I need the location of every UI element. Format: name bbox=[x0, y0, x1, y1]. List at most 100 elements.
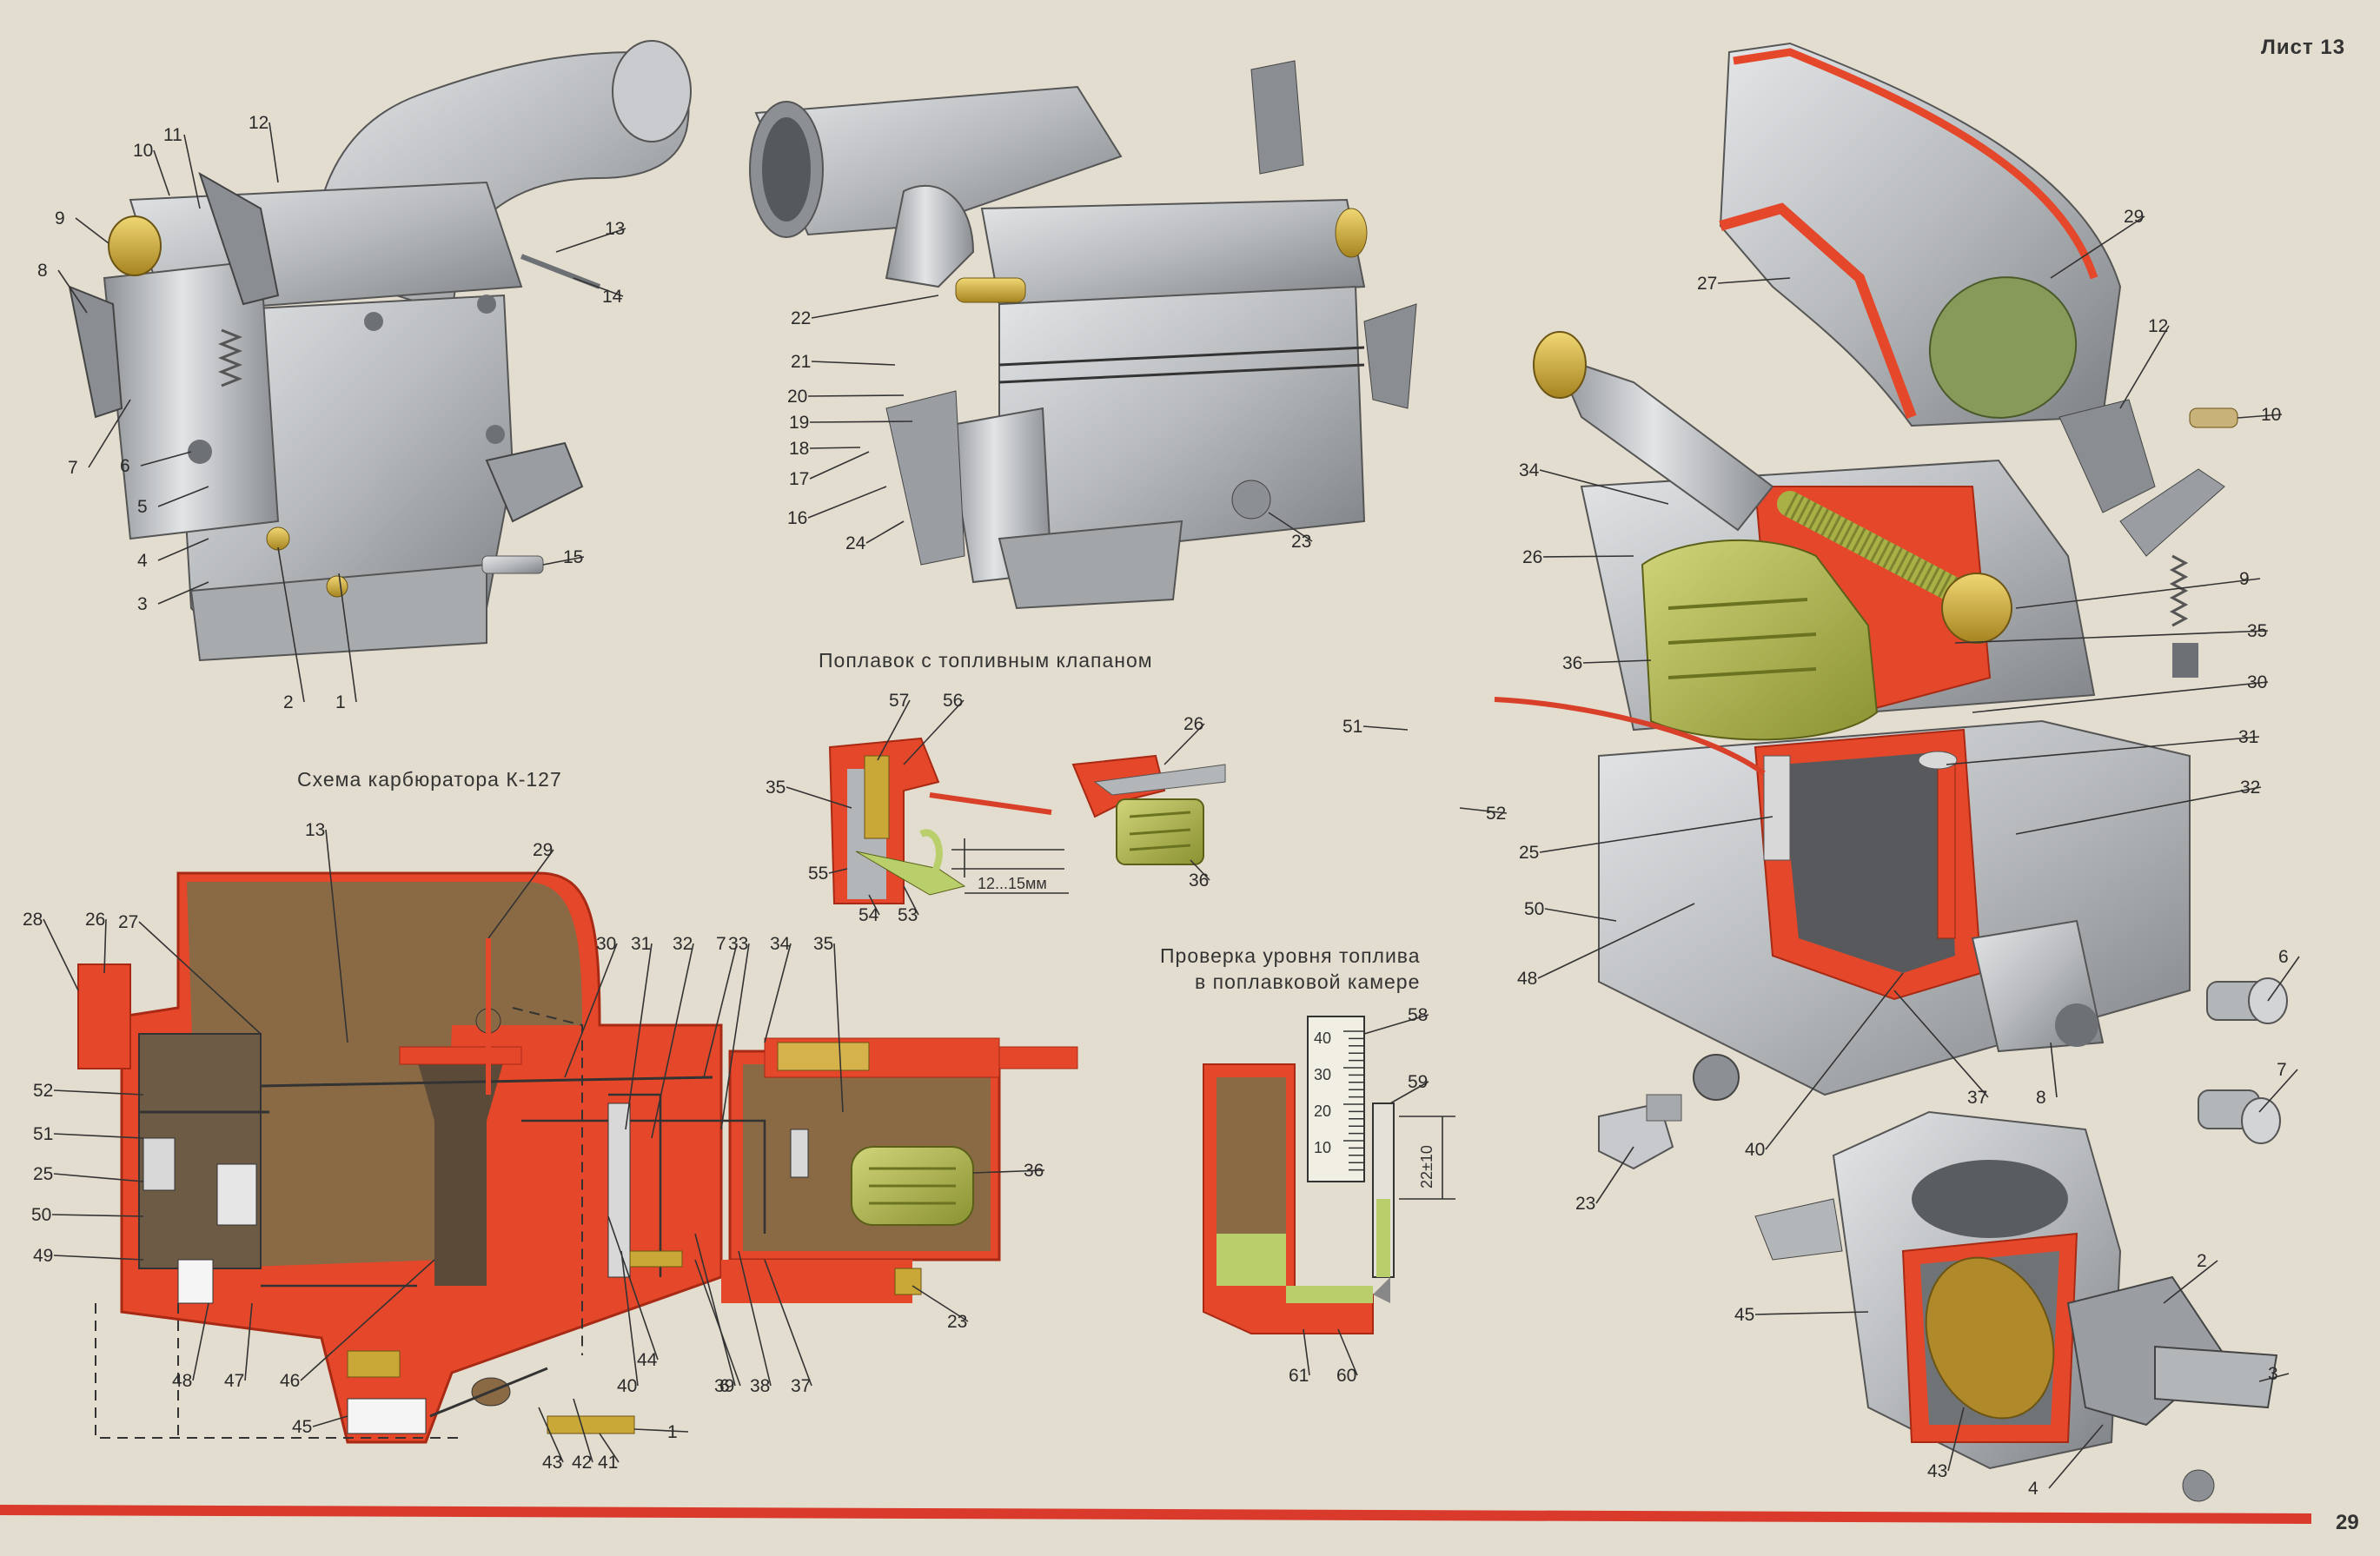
callout-cutaway-10: 10 bbox=[2261, 405, 2281, 425]
callout-cutaway-30: 30 bbox=[2247, 672, 2267, 692]
leader-scheme-1 bbox=[633, 1428, 689, 1433]
leader-scheme-51 bbox=[53, 1133, 144, 1139]
leader-scheme-49 bbox=[53, 1255, 144, 1261]
leader-cutaway-9 bbox=[2015, 578, 2261, 609]
callout-scheme-47: 47 bbox=[224, 1371, 244, 1391]
callout-float_detail-26: 26 bbox=[1183, 714, 1203, 734]
leader-float_detail-57 bbox=[877, 699, 911, 761]
throttle-body-view bbox=[1754, 1110, 2278, 1502]
leader-throttle_body-2 bbox=[2163, 1260, 2218, 1304]
leader-level_check-59 bbox=[1389, 1081, 1429, 1104]
callout-scheme-30: 30 bbox=[596, 934, 616, 954]
callout-exterior_middle-23: 23 bbox=[1291, 532, 1311, 552]
float-valve-detail: Поплавок с топливным клапаном 12...15мм bbox=[819, 649, 1226, 904]
leader-float_detail-35 bbox=[786, 786, 852, 809]
leader-exterior_middle-19 bbox=[809, 420, 913, 423]
callout-exterior_left-12: 12 bbox=[249, 113, 268, 133]
loose-parts bbox=[1598, 977, 2288, 1170]
callout-scheme-45: 45 bbox=[292, 1417, 312, 1437]
callout-scheme-49: 49 bbox=[33, 1246, 53, 1266]
callout-scheme-32: 32 bbox=[673, 934, 693, 954]
leader-cutaway-23 bbox=[1595, 1146, 1634, 1204]
leader-float_detail-53 bbox=[903, 885, 919, 916]
leader-throttle_body-3 bbox=[2258, 1373, 2290, 1382]
leader-cutaway-48 bbox=[1537, 903, 1695, 979]
callout-float_detail-56: 56 bbox=[943, 691, 963, 711]
callout-cutaway-26: 26 bbox=[1522, 547, 1542, 567]
leader-exterior_left-14 bbox=[573, 277, 624, 297]
callout-cutaway-9: 9 bbox=[2239, 569, 2250, 589]
leader-scheme-26 bbox=[103, 918, 107, 974]
callout-scheme-43: 43 bbox=[542, 1453, 562, 1473]
callout-cutaway-25: 25 bbox=[1519, 843, 1539, 863]
leader-cutaway-51 bbox=[1362, 725, 1409, 731]
callout-cutaway-37: 37 bbox=[1967, 1088, 1987, 1108]
callout-throttle_body-45: 45 bbox=[1734, 1305, 1754, 1325]
leader-scheme-29 bbox=[487, 849, 554, 939]
leader-exterior_middle-20 bbox=[807, 394, 905, 397]
leader-cutaway-37 bbox=[1893, 990, 1989, 1098]
callout-cutaway-40: 40 bbox=[1745, 1140, 1765, 1160]
callout-scheme-36: 36 bbox=[1024, 1161, 1044, 1181]
callout-scheme-13: 13 bbox=[305, 820, 325, 840]
callout-cutaway-31: 31 bbox=[2238, 727, 2258, 747]
callout-scheme-40: 40 bbox=[617, 1376, 637, 1396]
screw-6 bbox=[2198, 1089, 2281, 1144]
leader-cutaway-50 bbox=[1544, 908, 1617, 922]
callout-exterior_left-15: 15 bbox=[563, 547, 583, 567]
callout-exterior_left-10: 10 bbox=[133, 141, 153, 161]
callout-exterior_left-6: 6 bbox=[120, 456, 130, 476]
leader-scheme-48 bbox=[192, 1302, 209, 1381]
level-tolerance: 22±10 bbox=[1418, 1145, 1435, 1189]
callout-cutaway-23: 23 bbox=[1575, 1194, 1595, 1214]
level-title-line1: Проверка уровня топлива bbox=[1160, 944, 1421, 967]
callout-throttle_body-4: 4 bbox=[2028, 1479, 2039, 1499]
leader-exterior_middle-18 bbox=[809, 447, 861, 449]
level-title-line2: в поплавковой камере bbox=[1195, 970, 1420, 993]
leader-exterior_middle-16 bbox=[807, 486, 887, 519]
leader-scheme-25 bbox=[53, 1173, 144, 1182]
leader-scheme-34 bbox=[764, 943, 792, 1043]
leader-scheme-44 bbox=[607, 1215, 659, 1361]
callout-scheme-52: 52 bbox=[33, 1081, 53, 1101]
callout-exterior_middle-17: 17 bbox=[789, 469, 809, 489]
leader-scheme-43 bbox=[538, 1407, 564, 1463]
callout-scheme-6: 6 bbox=[719, 1376, 730, 1396]
callout-level_check-59: 59 bbox=[1408, 1072, 1428, 1092]
callout-exterior_left-14: 14 bbox=[602, 287, 623, 307]
exterior-view-left bbox=[68, 40, 692, 662]
leader-scheme-13 bbox=[325, 829, 348, 1043]
callout-exterior_left-8: 8 bbox=[37, 261, 48, 281]
callout-level_check-60: 60 bbox=[1336, 1366, 1356, 1386]
fuel-level-check: Проверка уровня топлива в поплавковой ка… bbox=[1160, 944, 1455, 1334]
callout-exterior_left-11: 11 bbox=[163, 125, 182, 145]
leader-scheme-42 bbox=[573, 1398, 593, 1463]
callout-cutaway-36: 36 bbox=[1562, 653, 1582, 673]
callout-scheme-28: 28 bbox=[23, 910, 43, 930]
callout-exterior_left-2: 2 bbox=[283, 692, 294, 712]
callout-scheme-42: 42 bbox=[572, 1453, 592, 1473]
callout-exterior_middle-24: 24 bbox=[845, 533, 866, 553]
leader-float_detail-36 bbox=[1190, 859, 1210, 881]
leader-scheme-46 bbox=[300, 1259, 435, 1381]
leader-exterior_left-15 bbox=[542, 556, 585, 566]
callout-cutaway-51: 51 bbox=[1342, 717, 1362, 737]
leader-throttle_body-43 bbox=[1947, 1407, 1965, 1472]
leader-lines bbox=[43, 122, 2300, 1489]
gauge-tick-label: 40 bbox=[1314, 1030, 1331, 1047]
callout-scheme-29: 29 bbox=[533, 840, 553, 860]
callout-exterior_middle-20: 20 bbox=[787, 387, 807, 407]
leader-level_check-60 bbox=[1337, 1328, 1358, 1376]
leader-scheme-32 bbox=[651, 943, 694, 1139]
callout-scheme-35: 35 bbox=[813, 934, 833, 954]
callout-exterior_middle-16: 16 bbox=[787, 508, 807, 528]
callout-throttle_body-3: 3 bbox=[2268, 1364, 2278, 1384]
callout-exterior_middle-22: 22 bbox=[791, 308, 811, 328]
leader-exterior_left-3 bbox=[157, 581, 209, 605]
plug-23 bbox=[1598, 1094, 1682, 1170]
callout-cutaway-52: 52 bbox=[1486, 804, 1506, 824]
leader-exterior_middle-23 bbox=[1268, 512, 1313, 542]
leader-cutaway-29 bbox=[2050, 215, 2145, 279]
callout-scheme-25: 25 bbox=[33, 1164, 53, 1184]
